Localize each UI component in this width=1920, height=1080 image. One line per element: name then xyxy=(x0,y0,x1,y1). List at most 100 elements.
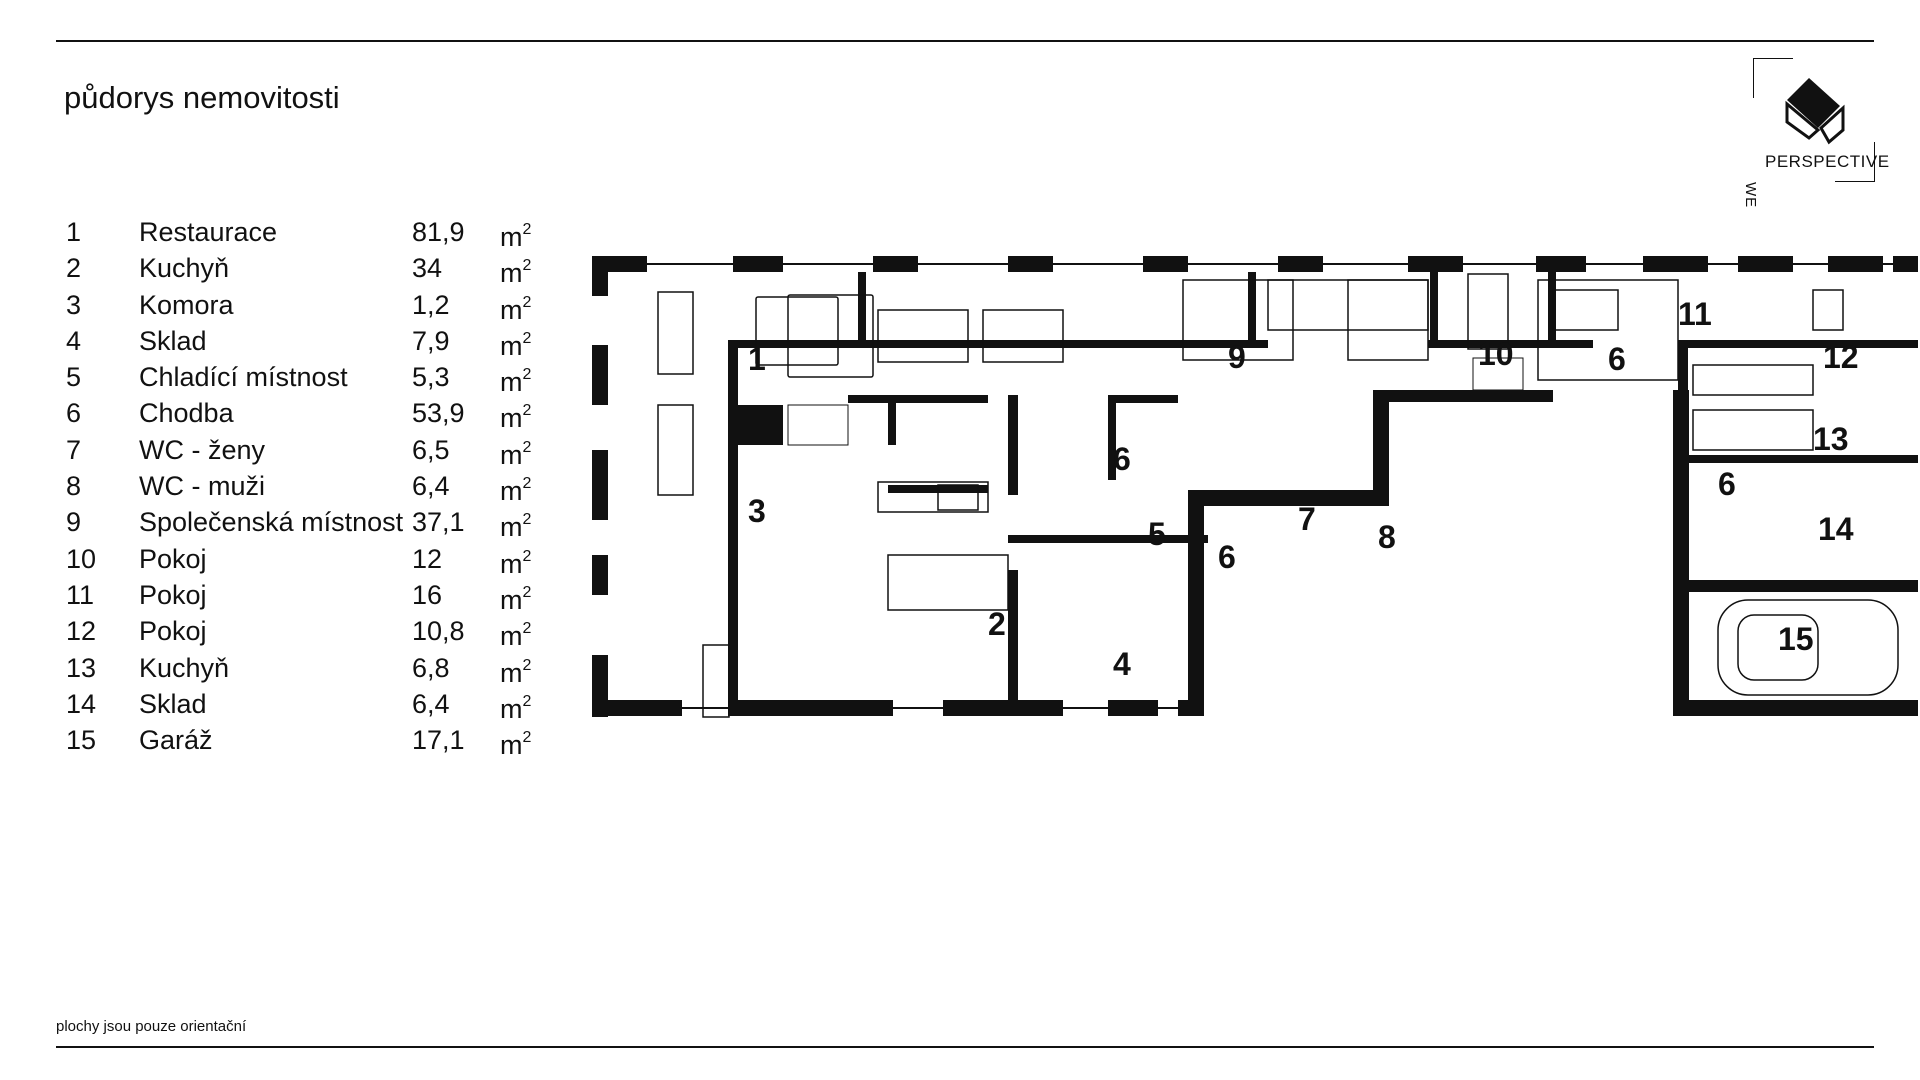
room-unit: m2 xyxy=(500,475,532,507)
room-number: 12 xyxy=(66,616,97,647)
room-area: 6,4 xyxy=(412,471,450,502)
floor-plan: 1 9 10 6 11 12 6 13 6 14 3 5 7 8 6 2 4 1… xyxy=(592,256,1918,718)
footnote: plochy jsou pouze orientační xyxy=(56,1018,247,1035)
furniture xyxy=(657,273,1899,718)
brand-word-we: WE xyxy=(1742,182,1759,209)
room-row: 14 Sklad 6,4 m2 xyxy=(66,686,566,724)
room-name: Komora xyxy=(139,289,234,320)
room-name: Kuchyň xyxy=(139,652,230,683)
room-unit: m2 xyxy=(500,221,532,252)
room-area: 6,8 xyxy=(412,652,450,683)
room-number: 2 xyxy=(66,253,82,284)
room-unit: m2 xyxy=(500,511,532,543)
plan-label-6-rooms: 6 xyxy=(1608,341,1626,377)
room-name: Sklad xyxy=(139,688,207,719)
top-rule xyxy=(56,40,1874,42)
room-area: 17,1 xyxy=(412,725,465,756)
room-number: 1 xyxy=(66,217,82,247)
room-name: Chodba xyxy=(139,398,234,429)
room-area: 6,5 xyxy=(412,434,450,465)
plan-label-1: 1 xyxy=(748,341,766,377)
room-name: Chladící místnost xyxy=(139,362,348,393)
room-area: 1,2 xyxy=(412,289,450,320)
plan-label-3: 3 xyxy=(748,493,766,529)
room-number: 15 xyxy=(66,725,97,756)
plan-label-9: 9 xyxy=(1228,339,1246,375)
room-name: Pokoj xyxy=(139,616,207,647)
plan-label-2: 2 xyxy=(988,606,1006,642)
room-row: 8 WC - muži 6,4 m2 xyxy=(66,468,566,506)
room-number: 13 xyxy=(66,652,97,683)
room-unit: m2 xyxy=(500,402,532,434)
room-unit: m2 xyxy=(500,656,532,688)
room-name: Pokoj xyxy=(139,543,207,574)
room-unit: m2 xyxy=(500,438,532,470)
room-name: Pokoj xyxy=(139,579,207,610)
room-row: 3 Komora 1,2 m2 xyxy=(66,287,566,325)
plan-label-14: 14 xyxy=(1818,511,1854,547)
room-row: 15 Garáž 17,1 m2 xyxy=(66,722,566,760)
plan-label-12: 12 xyxy=(1823,339,1859,375)
room-unit: m2 xyxy=(500,729,532,761)
plan-label-6-wc: 6 xyxy=(1218,539,1236,575)
room-area: 6,4 xyxy=(412,688,450,719)
room-number: 10 xyxy=(66,543,97,574)
plan-label-6-right: 6 xyxy=(1718,466,1736,502)
room-unit: m2 xyxy=(500,293,532,325)
brand-word-perspective: PERSPECTIVE xyxy=(1765,152,1890,171)
room-area: 16 xyxy=(412,579,443,610)
room-number: 6 xyxy=(66,398,82,429)
room-unit: m2 xyxy=(500,257,532,289)
plan-label-15: 15 xyxy=(1778,621,1814,657)
room-area: 37,1 xyxy=(412,507,465,538)
room-unit: m2 xyxy=(500,366,532,398)
room-unit: m2 xyxy=(500,692,532,724)
room-number: 3 xyxy=(66,289,82,320)
stairs xyxy=(787,357,1524,446)
plan-label-8: 8 xyxy=(1378,519,1396,555)
room-area: 10,8 xyxy=(412,616,465,647)
room-number: 11 xyxy=(66,579,95,610)
room-row: 5 Chladící místnost 5,3 m2 xyxy=(66,359,566,397)
room-row: 1 Restaurace 81,9 m2 xyxy=(66,214,566,252)
room-number: 14 xyxy=(66,688,97,719)
room-name: WC - muži xyxy=(139,471,265,502)
plan-label-5: 5 xyxy=(1148,516,1166,552)
plan-label-6-main: 6 xyxy=(1113,441,1131,477)
room-number: 9 xyxy=(66,507,82,538)
room-area: 12 xyxy=(412,543,443,574)
room-number: 7 xyxy=(66,434,82,465)
room-number: 4 xyxy=(66,325,82,356)
bottom-rule xyxy=(56,1046,1874,1048)
room-row: 7 WC - ženy 6,5 m2 xyxy=(66,432,566,470)
room-number: 5 xyxy=(66,362,82,393)
room-name: Společenská místnost xyxy=(139,507,404,538)
room-number: 8 xyxy=(66,471,82,502)
plan-label-11: 11 xyxy=(1678,296,1712,332)
room-name: Garáž xyxy=(139,725,213,756)
plan-label-10: 10 xyxy=(1478,336,1514,372)
room-area: 81,9 xyxy=(412,217,465,247)
room-name: Kuchyň xyxy=(139,253,230,284)
room-row: 10 Pokoj 12 m2 xyxy=(66,541,566,579)
page-title: půdorys nemovitosti xyxy=(64,80,340,115)
room-name: Restaurace xyxy=(139,217,278,247)
room-area: 7,9 xyxy=(412,325,450,356)
room-name: WC - ženy xyxy=(139,434,266,465)
room-unit: m2 xyxy=(500,547,532,579)
room-row: 13 Kuchyň 6,8 m2 xyxy=(66,650,566,688)
outer-walls xyxy=(592,256,1918,717)
plan-label-4: 4 xyxy=(1113,646,1131,682)
room-name: Sklad xyxy=(139,325,207,356)
plan-label-7: 7 xyxy=(1298,501,1316,537)
room-unit: m2 xyxy=(500,583,532,615)
room-area: 5,3 xyxy=(412,362,450,393)
room-row: 9 Společenská místnost 37,1 m2 xyxy=(66,504,566,542)
room-row: 11 Pokoj 16 m2 xyxy=(66,577,566,615)
plan-label-13: 13 xyxy=(1813,421,1849,457)
